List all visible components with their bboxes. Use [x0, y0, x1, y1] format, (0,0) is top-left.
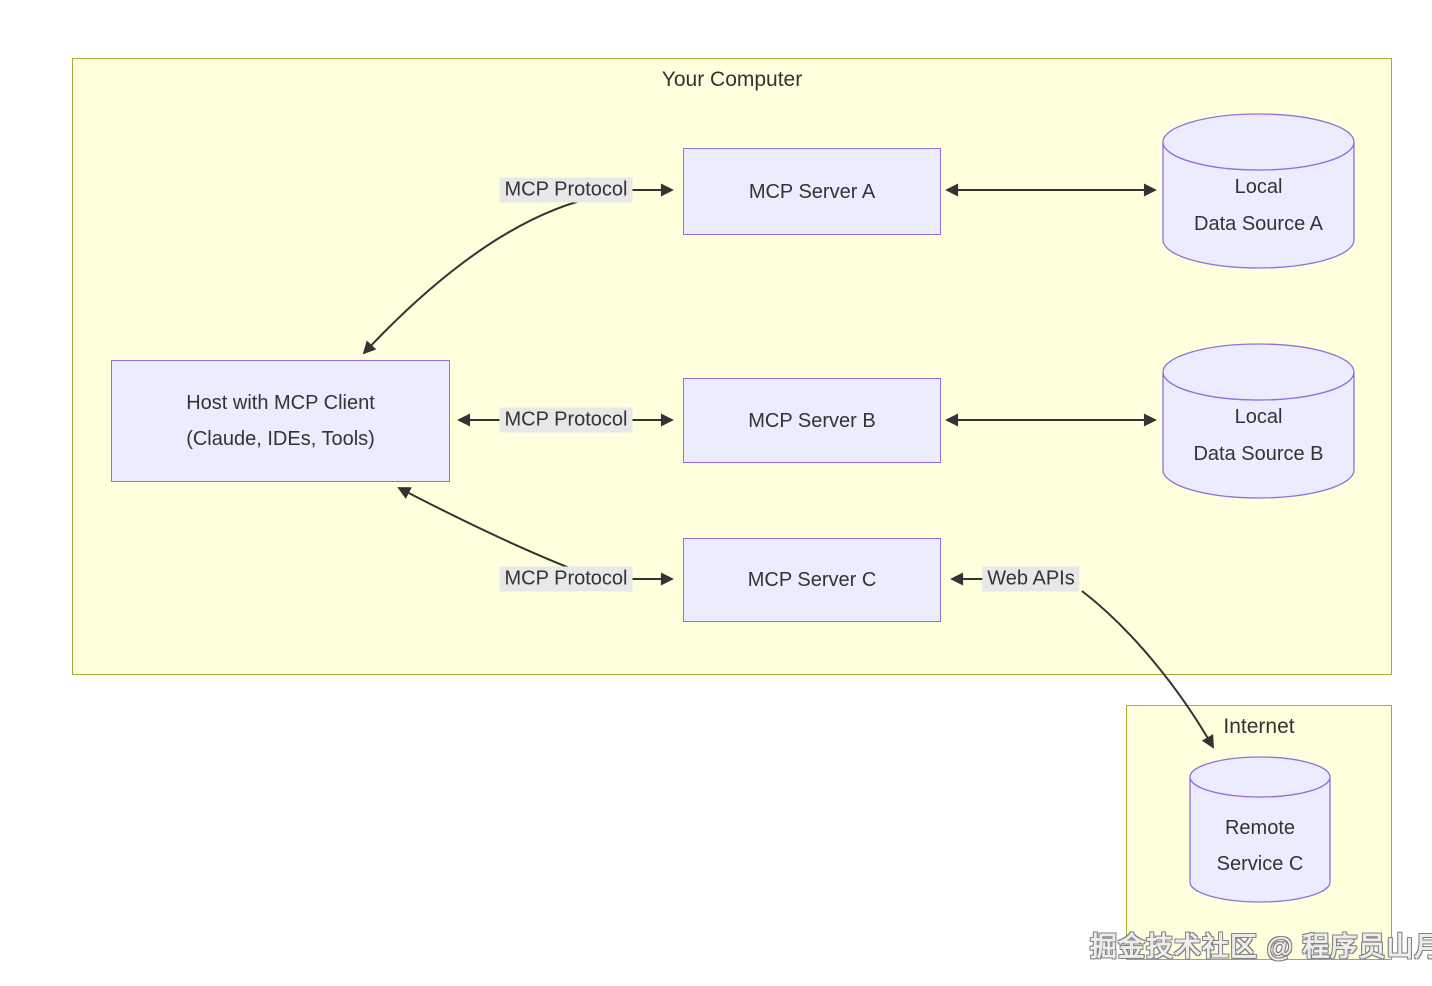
mcp-server-a-label: MCP Server A: [748, 180, 876, 203]
remote-c-line1: Remote: [1224, 817, 1296, 839]
remote-service-c-label: Remote Service C: [1190, 796, 1330, 896]
mcp-server-c-label: MCP Server C: [747, 569, 877, 591]
ds-a-line2: Data Source A: [1194, 213, 1323, 235]
mcp-server-b-label: MCP Server B: [748, 409, 876, 432]
cylinder-local-data-source-b: [1162, 343, 1355, 499]
edge-label-mcp-protocol-b: MCP Protocol: [499, 407, 633, 433]
cylinder-local-data-source-a: [1162, 113, 1355, 269]
edge-label-a-to-host: [362, 195, 601, 355]
node-host-with-mcp-client: Host with MCP Client (Claude, IDEs, Tool…: [111, 360, 450, 482]
edge-label-web-apis: Web APIs: [982, 566, 1080, 592]
ds-b-line2: Data Source B: [1193, 443, 1324, 465]
cylinder-b-top: [1162, 343, 1355, 401]
edge-label-mcp-protocol-a: MCP Protocol: [499, 177, 633, 203]
host-label-line1: Host with MCP Client: [186, 392, 375, 414]
cluster-internet: Internet: [1126, 705, 1392, 960]
host-label-line2: (Claude, IDEs, Tools): [186, 428, 375, 450]
cylinder-a-top: [1162, 113, 1355, 171]
node-mcp-server-c: MCP Server C: [683, 538, 941, 622]
cylinder-remote-service-c: [1189, 756, 1331, 903]
cluster-your-computer-title: Your Computer: [661, 68, 803, 91]
node-mcp-server-a: MCP Server A: [683, 148, 941, 235]
ds-a-line1: Local: [1234, 176, 1283, 198]
ds-b-line1: Local: [1234, 406, 1283, 428]
edge-label-mcp-protocol-c: MCP Protocol: [499, 566, 633, 592]
local-data-source-b-label: Local Data Source B: [1163, 386, 1354, 486]
remote-c-line2: Service C: [1216, 853, 1304, 875]
watermark: 掘金技术社区 @ 程序员山月: [1090, 932, 1432, 962]
cluster-internet-title: Internet: [1223, 715, 1295, 738]
local-data-source-a-label: Local Data Source A: [1163, 156, 1354, 256]
edge-label-c-to-host: [397, 487, 581, 573]
edge-webapis-to-remote-service-c: [1081, 590, 1214, 749]
node-mcp-server-b: MCP Server B: [683, 378, 941, 463]
cylinder-c-top: [1189, 756, 1331, 798]
